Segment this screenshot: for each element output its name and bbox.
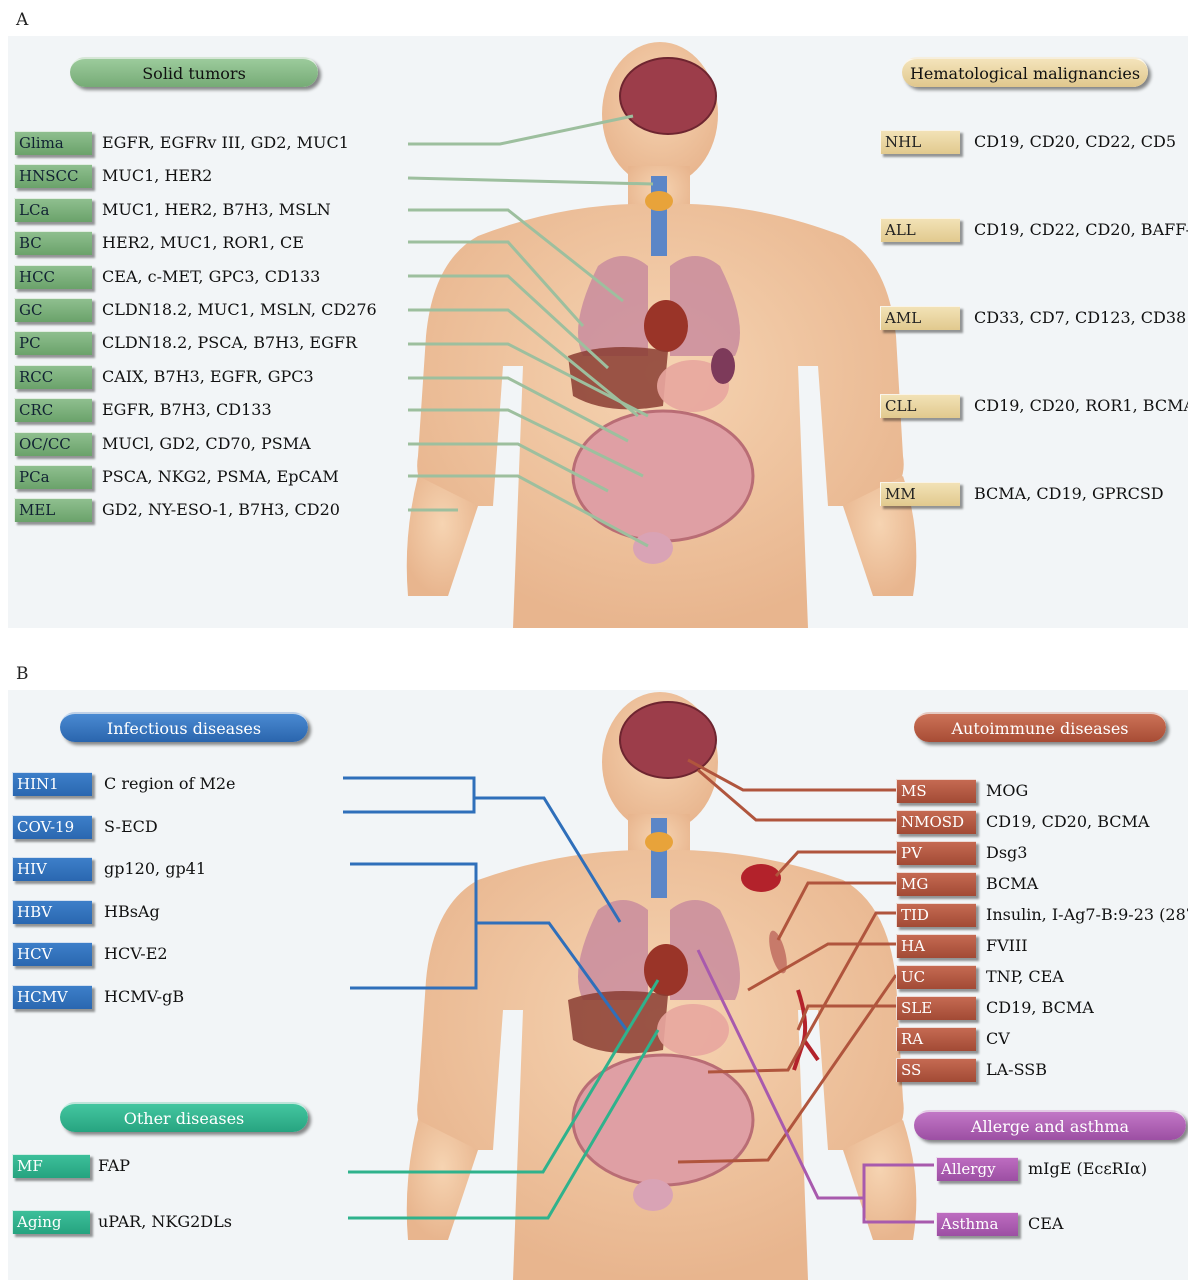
autoimmune-header: Autoimmune diseases xyxy=(914,712,1166,742)
infectious-targets: gp120, gp41 xyxy=(104,858,206,880)
solid-tumor-tag: GC xyxy=(14,298,92,322)
hematological-header: Hematological malignancies xyxy=(902,57,1148,87)
brain-icon xyxy=(620,58,716,134)
solid-tumor-targets: CLDN18.2, MUC1, MSLN, CD276 xyxy=(102,299,377,321)
solid-tumor-targets: HER2, MUC1, ROR1, CE xyxy=(102,232,304,254)
autoimmune-targets: FVIII xyxy=(986,935,1028,957)
infectious-targets: S-ECD xyxy=(104,816,158,838)
heme-targets: BCMA, CD19, GPRCSD xyxy=(974,483,1164,505)
infectious-targets: HCV-E2 xyxy=(104,943,168,965)
solid-tumor-targets: MUC1, HER2 xyxy=(102,165,212,187)
bladder-icon xyxy=(633,532,673,564)
solid-tumor-targets: CAIX, B7H3, EGFR, GPC3 xyxy=(102,366,314,388)
heart-icon-b xyxy=(644,944,688,996)
autoimmune-tag: UC xyxy=(896,965,976,989)
trachea-icon-b xyxy=(651,818,667,898)
heme-tag: NHL xyxy=(880,130,960,154)
heme-tag: MM xyxy=(880,482,960,506)
spleen-icon xyxy=(711,348,735,384)
autoimmune-targets: CV xyxy=(986,1028,1010,1050)
autoimmune-tag: MG xyxy=(896,872,976,896)
autoimmune-targets: Insulin, I-Ag7-B:9-23 (287) xyxy=(986,904,1188,926)
autoimmune-targets: BCMA xyxy=(986,873,1038,895)
autoimmune-targets: MOG xyxy=(986,780,1028,802)
autoimmune-tag: TID xyxy=(896,903,976,927)
thyroid-icon-b xyxy=(645,832,673,852)
other-tag: Aging xyxy=(12,1210,90,1234)
solid-tumor-targets: GD2, NY-ESO-1, B7H3, CD20 xyxy=(102,499,340,521)
heme-targets: CD19, CD20, ROR1, BCMA xyxy=(974,395,1188,417)
solid-tumors-header: Solid tumors xyxy=(70,57,318,87)
infectious-header: Infectious diseases xyxy=(60,712,308,742)
infectious-tag: COV-19 xyxy=(12,815,92,839)
solid-tumor-targets: MUCl, GD2, CD70, PSMA xyxy=(102,433,311,455)
heme-tag: ALL xyxy=(880,218,960,242)
trachea-icon xyxy=(651,176,667,256)
autoimmune-tag: SS xyxy=(896,1058,976,1082)
heme-targets: CD19, CD22, CD20, BAFF-R xyxy=(974,219,1188,241)
autoimmune-targets: TNP, CEA xyxy=(986,966,1064,988)
blood-cell-icon xyxy=(741,864,781,892)
infectious-tag: HIN1 xyxy=(12,772,92,796)
thyroid-icon xyxy=(645,191,673,211)
autoimmune-targets: CD19, BCMA xyxy=(986,997,1094,1019)
autoimmune-tag: NMOSD xyxy=(896,810,976,834)
infectious-tag: HIV xyxy=(12,857,92,881)
solid-tumor-tag: PC xyxy=(14,331,92,355)
autoimmune-tag: PV xyxy=(896,841,976,865)
bladder-icon-b xyxy=(633,1179,673,1211)
solid-tumor-tag: PCa xyxy=(14,465,92,489)
panel-b-letter: B xyxy=(16,664,29,684)
heart-icon xyxy=(644,300,688,352)
solid-tumor-targets: PSCA, NKG2, PSMA, EpCAM xyxy=(102,466,339,488)
allergy-targets: CEA xyxy=(1028,1213,1063,1235)
solid-tumor-tag: CRC xyxy=(14,398,92,422)
infectious-tag: HCV xyxy=(12,942,92,966)
infectious-tag: HCMV xyxy=(12,985,92,1009)
infectious-targets: HCMV-gB xyxy=(104,986,184,1008)
stomach-icon-b xyxy=(657,1004,729,1056)
infectious-targets: HBsAg xyxy=(104,901,160,923)
solid-tumor-tag: RCC xyxy=(14,365,92,389)
solid-tumor-tag: LCa xyxy=(14,198,92,222)
solid-tumor-tag: MEL xyxy=(14,498,92,522)
heme-tag: CLL xyxy=(880,394,960,418)
solid-tumor-targets: CEA, c-MET, GPC3, CD133 xyxy=(102,266,320,288)
autoimmune-targets: CD19, CD20, BCMA xyxy=(986,811,1149,833)
autoimmune-targets: Dsg3 xyxy=(986,842,1027,864)
heme-targets: CD19, CD20, CD22, CD5 xyxy=(974,131,1176,153)
autoimmune-tag: RA xyxy=(896,1027,976,1051)
solid-tumor-targets: CLDN18.2, PSCA, B7H3, EGFR xyxy=(102,332,357,354)
allergy-header: Allerge and asthma xyxy=(914,1110,1186,1140)
solid-tumor-targets: MUC1, HER2, B7H3, MSLN xyxy=(102,199,331,221)
allergy-tag: Asthma xyxy=(936,1212,1018,1236)
autoimmune-tag: SLE xyxy=(896,996,976,1020)
allergy-tag: Allergy xyxy=(936,1157,1018,1181)
autoimmune-tag: HA xyxy=(896,934,976,958)
other-targets: FAP xyxy=(98,1155,130,1177)
other-header: Other diseases xyxy=(60,1102,308,1132)
other-targets: uPAR, NKG2DLs xyxy=(98,1211,232,1233)
heme-tag: AML xyxy=(880,306,960,330)
other-tag: MF xyxy=(12,1154,90,1178)
allergy-targets: mIgE (EcεRIα) xyxy=(1028,1158,1147,1180)
solid-tumor-targets: EGFR, B7H3, CD133 xyxy=(102,399,272,421)
solid-tumor-tag: Glima xyxy=(14,131,92,155)
infectious-targets: C region of M2e xyxy=(104,773,236,795)
solid-tumor-tag: OC/CC xyxy=(14,432,92,456)
autoimmune-targets: LA-SSB xyxy=(986,1059,1047,1081)
infectious-tag: HBV xyxy=(12,900,92,924)
autoimmune-tag: MS xyxy=(896,779,976,803)
panel-a-letter: A xyxy=(16,10,28,30)
solid-tumor-tag: BC xyxy=(14,231,92,255)
solid-tumor-tag: HNSCC xyxy=(14,164,92,188)
solid-tumor-tag: HCC xyxy=(14,265,92,289)
heme-targets: CD33, CD7, CD123, CD38 xyxy=(974,307,1186,329)
solid-tumor-targets: EGFR, EGFRv III, GD2, MUC1 xyxy=(102,132,349,154)
